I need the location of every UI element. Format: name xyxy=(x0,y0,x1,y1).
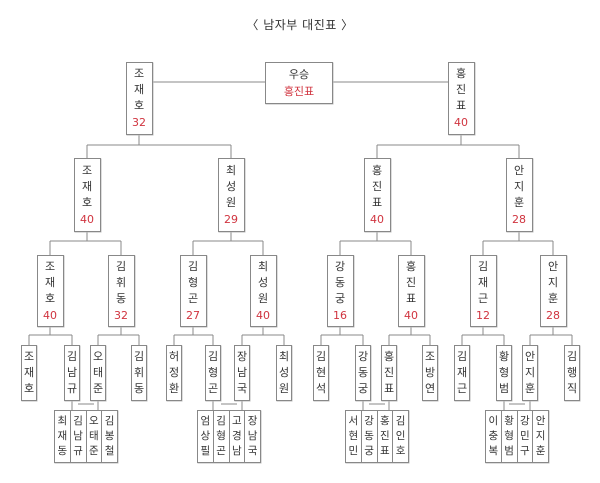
player-score: 40 xyxy=(43,308,57,322)
player-score: 32 xyxy=(132,116,146,129)
player-score: 40 xyxy=(80,212,94,226)
player-score: 29 xyxy=(224,212,238,226)
player-score: 40 xyxy=(454,116,468,129)
player-score: 40 xyxy=(256,308,270,322)
bracket-title: 〈 남자부 대진표 〉 xyxy=(246,18,354,32)
player-score: 28 xyxy=(512,212,526,226)
champion-label: 우승 xyxy=(288,68,310,81)
player-score: 32 xyxy=(114,308,128,322)
player-score: 28 xyxy=(546,308,560,322)
champion-name: 홍진표 xyxy=(283,85,315,98)
player-score: 40 xyxy=(370,212,384,226)
player-score: 27 xyxy=(186,308,200,322)
player-score: 16 xyxy=(333,308,347,322)
player-score: 40 xyxy=(404,308,418,322)
player-score: 12 xyxy=(476,308,490,322)
